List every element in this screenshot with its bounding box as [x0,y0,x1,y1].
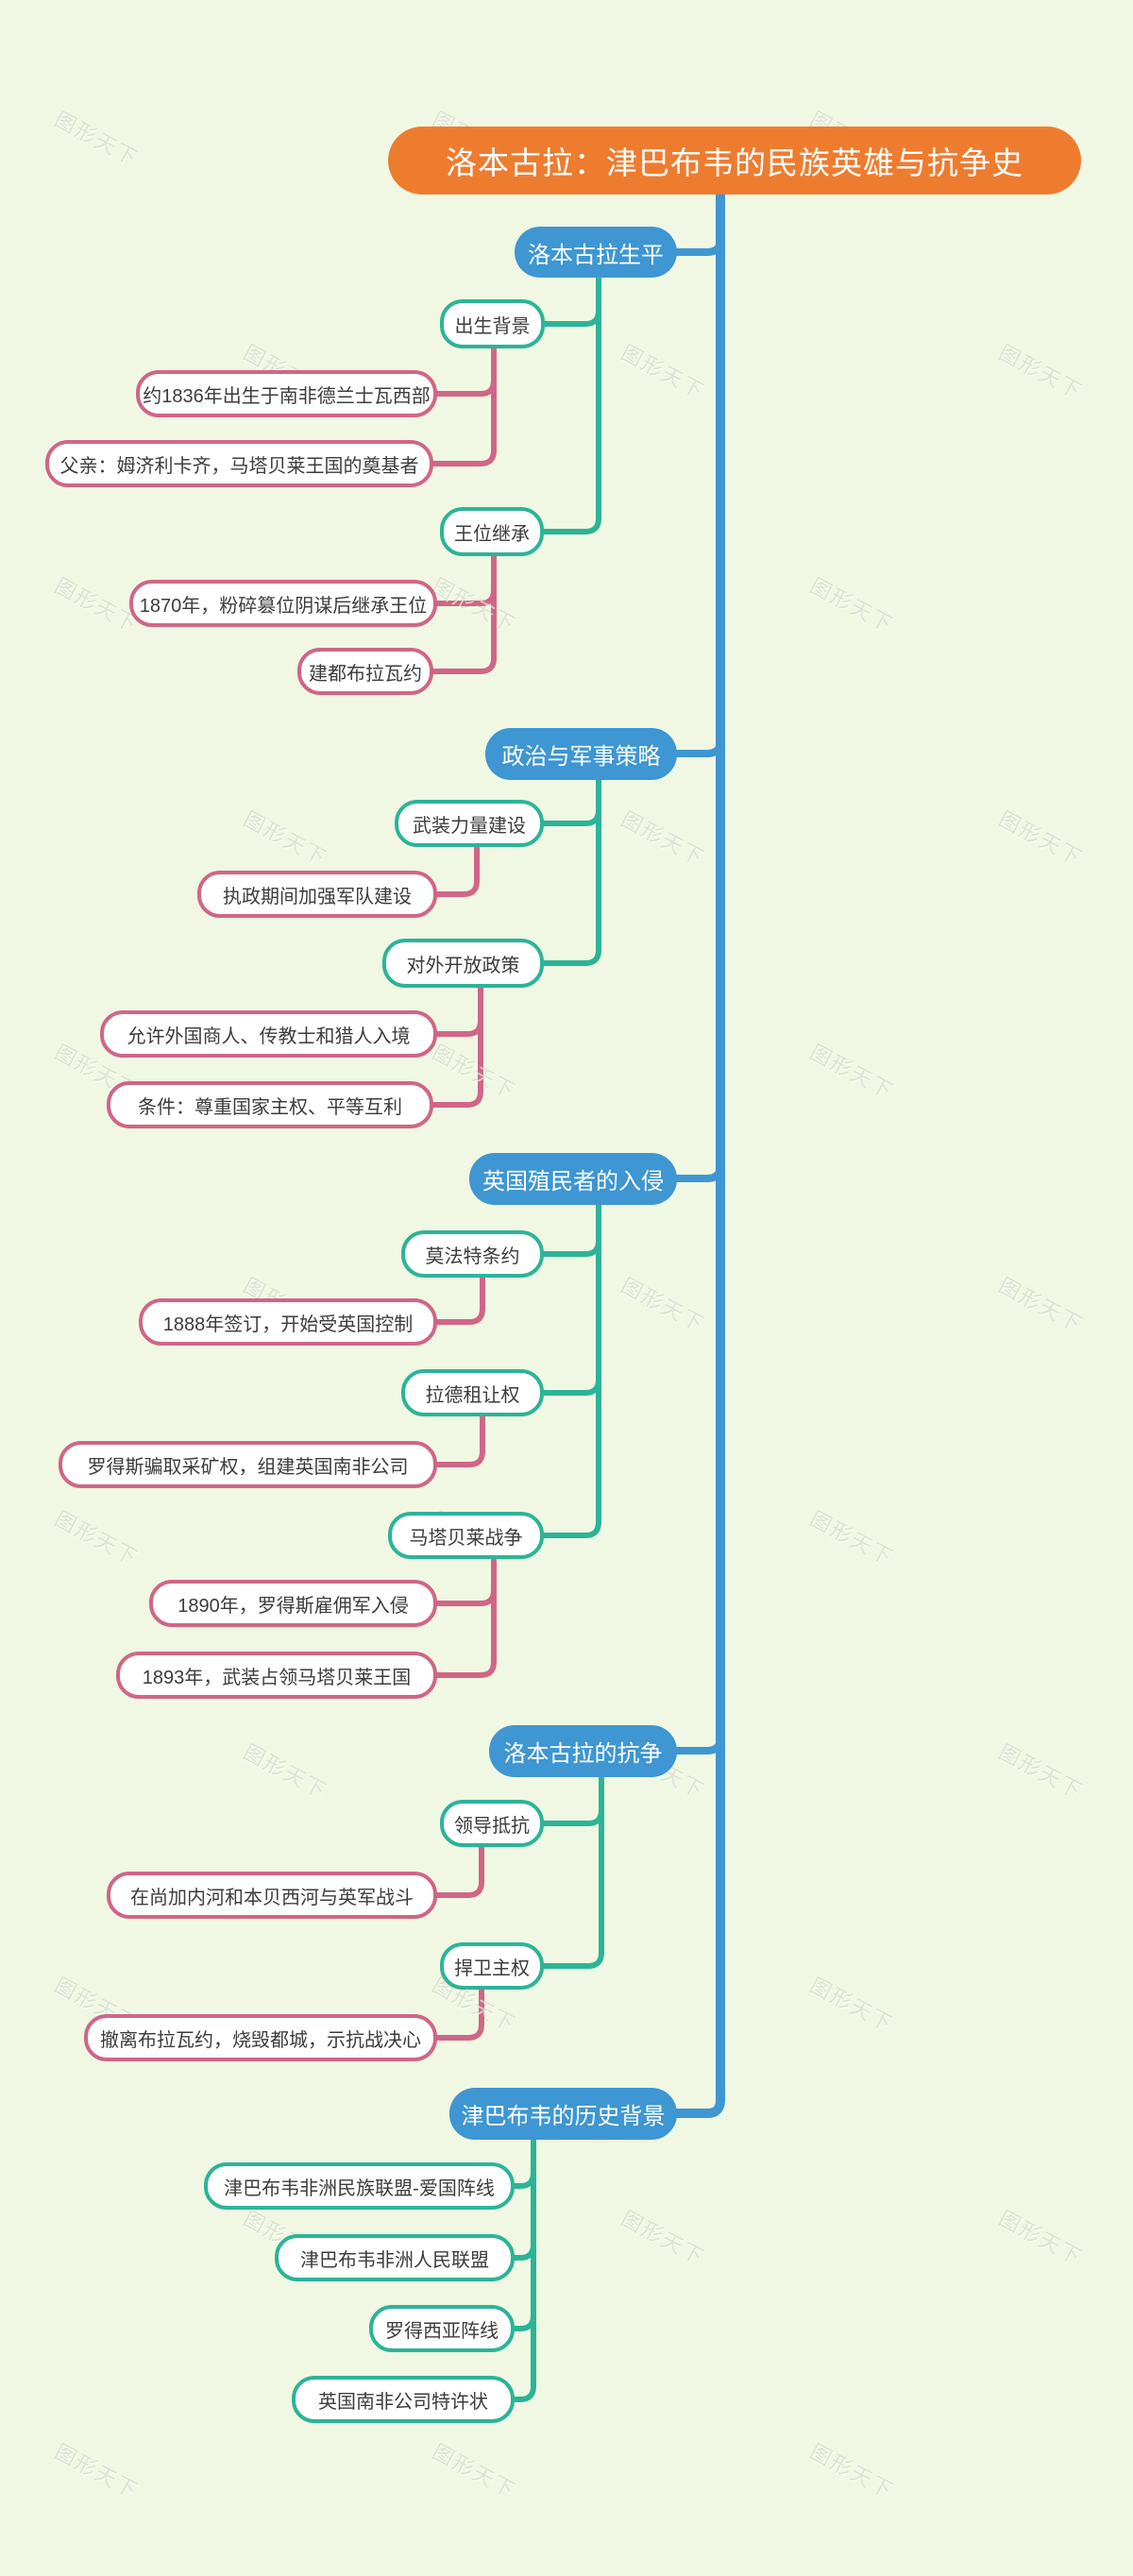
root-topic[interactable]: 洛本古拉：津巴布韦的民族英雄与抗争史 [388,127,1081,195]
subtopic[interactable]: 对外开放政策 [382,939,544,988]
leaf-topic[interactable]: 条件：尊重国家主权、平等互利 [107,1081,433,1128]
subtopic[interactable]: 津巴布韦非洲人民联盟 [275,2234,515,2281]
branch-topic[interactable]: 政治与军事策略 [485,728,677,780]
subtopic[interactable]: 英国南非公司特许状 [292,2376,515,2423]
subtopic[interactable]: 莫法特条约 [401,1230,544,1278]
leaf-topic[interactable]: 1870年，粉碎篡位阴谋后继承王位 [129,580,437,627]
leaf-topic[interactable]: 1893年，武装占领马塔贝莱王国 [116,1652,437,1699]
leaf-topic[interactable]: 父亲：姆济利卡齐，马塔贝莱王国的奠基者 [45,440,433,487]
leaf-topic[interactable]: 罗得斯骗取采矿权，组建英国南非公司 [59,1441,437,1488]
leaf-topic[interactable]: 撤离布拉瓦约，烧毁都城，示抗战决心 [84,2014,437,2061]
branch-topic[interactable]: 洛本古拉的抗争 [489,1725,677,1777]
subtopic[interactable]: 王位继承 [440,507,544,556]
branch-topic[interactable]: 英国殖民者的入侵 [469,1153,677,1205]
leaf-topic[interactable]: 建都布拉瓦约 [297,648,433,695]
subtopic[interactable]: 罗得西亚阵线 [369,2305,515,2352]
leaf-topic[interactable]: 1890年，罗得斯雇佣军入侵 [149,1580,437,1627]
subtopic[interactable]: 领导抵抗 [440,1800,544,1847]
subtopic[interactable]: 津巴布韦非洲民族联盟-爱国阵线 [204,2162,515,2210]
leaf-topic[interactable]: 允许外国商人、传教士和猎人入境 [100,1010,437,1058]
branch-topic[interactable]: 洛本古拉生平 [515,227,677,278]
leaf-topic[interactable]: 执政期间加强军队建设 [197,871,437,918]
branch-topic[interactable]: 津巴布韦的历史背景 [449,2088,677,2140]
leaf-topic[interactable]: 在尚加内河和本贝西河与英军战斗 [107,1872,437,1919]
subtopic[interactable]: 武装力量建设 [395,800,544,847]
leaf-topic[interactable]: 1888年签订，开始受英国控制 [139,1298,437,1346]
subtopic[interactable]: 出生背景 [440,299,545,348]
subtopic[interactable]: 捍卫主权 [440,1942,544,1990]
subtopic[interactable]: 马塔贝莱战争 [388,1512,544,1559]
leaf-topic[interactable]: 约1836年出生于南非德兰士瓦西部 [136,370,437,417]
subtopic[interactable]: 拉德租让权 [401,1369,544,1416]
